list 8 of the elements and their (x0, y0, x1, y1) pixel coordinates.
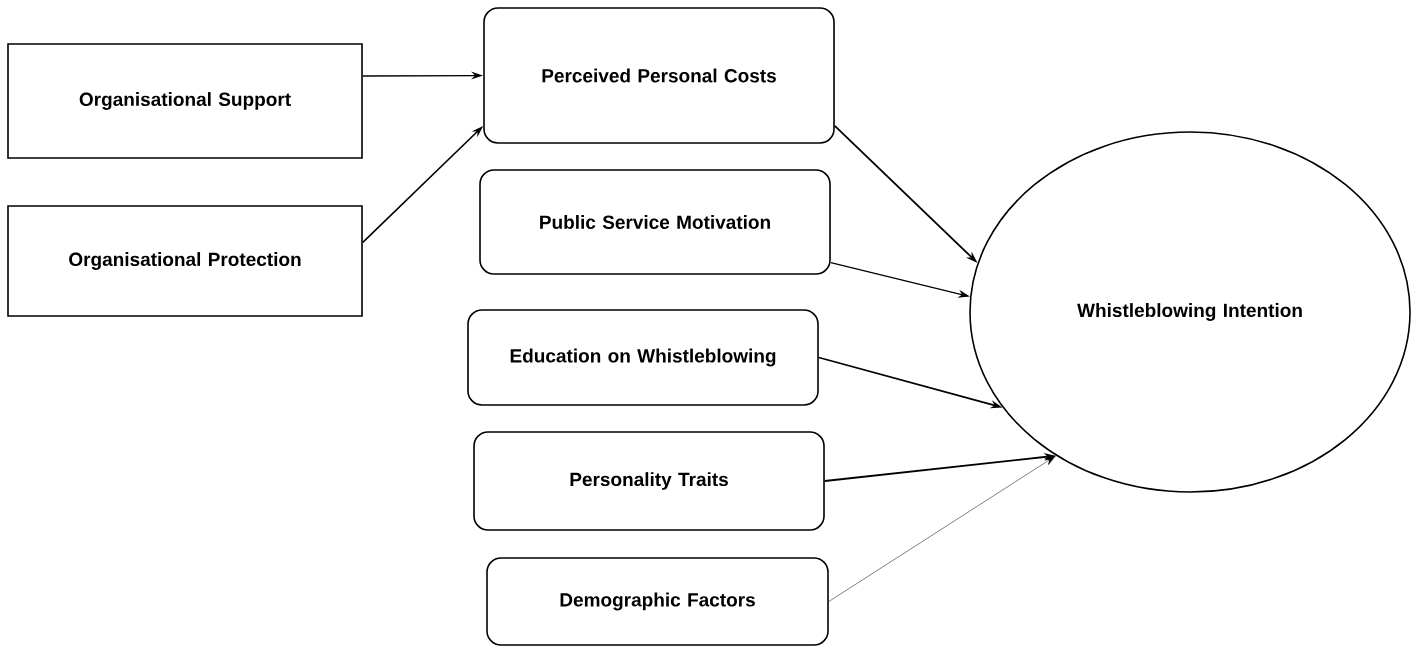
factor-box: Organisational Support (7, 43, 363, 159)
arrow (828, 455, 1056, 602)
factor-box: Perceived Personal Costs (483, 7, 835, 144)
factor-box: Public Service Motivation (479, 169, 831, 275)
factor-box: Organisational Protection (7, 205, 363, 317)
factor-box: Personality Traits (473, 431, 825, 531)
factor-box: Demographic Factors (486, 557, 829, 646)
factor-box: Education on Whistleblowing (467, 309, 819, 406)
